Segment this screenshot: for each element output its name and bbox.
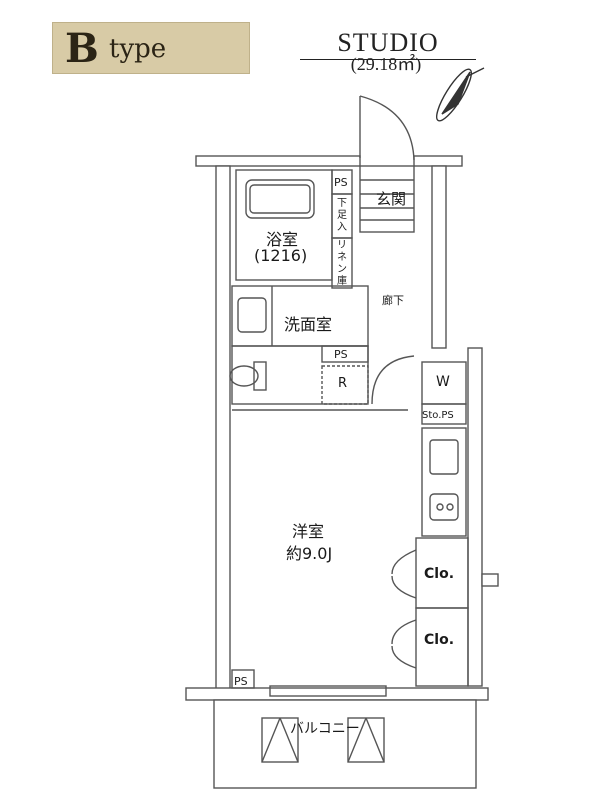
bath-size-label: (1216) (254, 246, 308, 265)
corridor-label: 廊下 (382, 294, 404, 307)
type-word: type (109, 34, 167, 64)
ps-corner-label: PS (234, 675, 248, 688)
balcony-label: バルコニー (290, 721, 360, 737)
type-badge: B type (52, 22, 250, 74)
north-arrow-icon (436, 67, 485, 122)
plan-title: STUDIO (300, 28, 476, 60)
kitchen-counter (421, 427, 467, 537)
stove (429, 439, 459, 475)
toilet-door-swing (371, 355, 415, 405)
ps-entrance-label: PS (334, 176, 348, 189)
sto-ps-label: Sto.PS (422, 410, 454, 421)
entrance-label: 玄関 (376, 190, 407, 208)
washer-label: W (436, 374, 450, 390)
bathtub (245, 179, 315, 219)
shoe-box-label: 下足入 (337, 198, 347, 233)
ps-toilet-label: PS (334, 348, 348, 361)
kitchen-sink (429, 493, 459, 521)
entrance-door-swing (359, 95, 415, 161)
fridge-label: R (338, 376, 348, 391)
plan-area: (29.18㎡) (350, 54, 422, 74)
fridge-space (321, 365, 369, 405)
closet-1-door-swing (391, 549, 417, 575)
western-room-size-label: 約9.0J (286, 544, 333, 563)
type-letter: B (65, 25, 99, 72)
outer-walls (185, 155, 499, 789)
western-room-label: 洋室 (292, 522, 325, 541)
closet-2-door-swing (391, 619, 417, 645)
plan-name: STUDIO (337, 28, 439, 57)
entrance-steps (359, 165, 415, 233)
closet-2 (415, 607, 469, 687)
toilet (229, 365, 259, 387)
closet-2-label: Clo. (424, 632, 455, 648)
closet-1-label: Clo. (424, 566, 455, 582)
balcony-window (269, 685, 387, 697)
wash-basin (237, 297, 267, 333)
bath-label: 浴室 (266, 230, 299, 249)
linen-label: リネン庫 (337, 240, 347, 287)
title-underline (300, 59, 476, 60)
washroom-label: 洗面室 (284, 315, 333, 334)
